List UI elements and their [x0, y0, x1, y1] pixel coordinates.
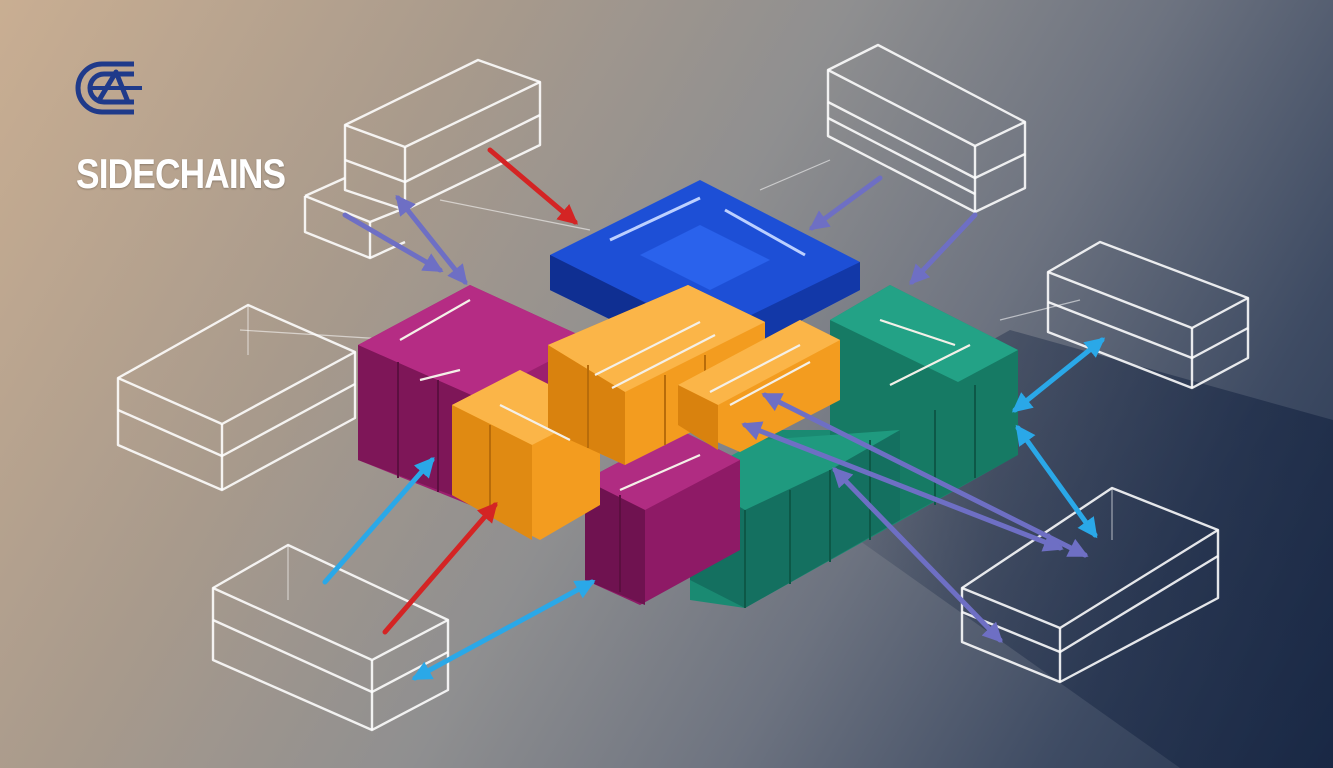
wireframe-box-right	[1046, 240, 1250, 390]
red-arrow-top	[487, 147, 579, 225]
wireframe-box-top-left	[303, 58, 542, 260]
cyan-arrow-left	[322, 456, 435, 585]
cyan-arrow-bottom	[411, 579, 596, 681]
violet-arrow-top-left-2	[395, 194, 468, 286]
violet-arrow-top-right-1	[808, 175, 883, 231]
red-arrow-bottom	[382, 501, 498, 635]
violet-arrow-top-right-2	[909, 212, 978, 285]
wireframe-box-top-right	[826, 43, 1027, 214]
wireframe-box-left	[116, 303, 357, 492]
sidechain-logo-icon	[75, 61, 142, 115]
page-title: SIDECHAINS	[76, 150, 286, 197]
main-chain-block-orange	[452, 285, 840, 540]
block-annotation-arrows	[399, 299, 971, 492]
violet-arrow-top-left-1	[342, 212, 444, 273]
main-chain-block-purple-2	[585, 430, 740, 605]
violet-arrows	[342, 175, 1089, 643]
violet-arrow-long-3	[832, 467, 1003, 643]
red-arrows	[382, 147, 579, 635]
